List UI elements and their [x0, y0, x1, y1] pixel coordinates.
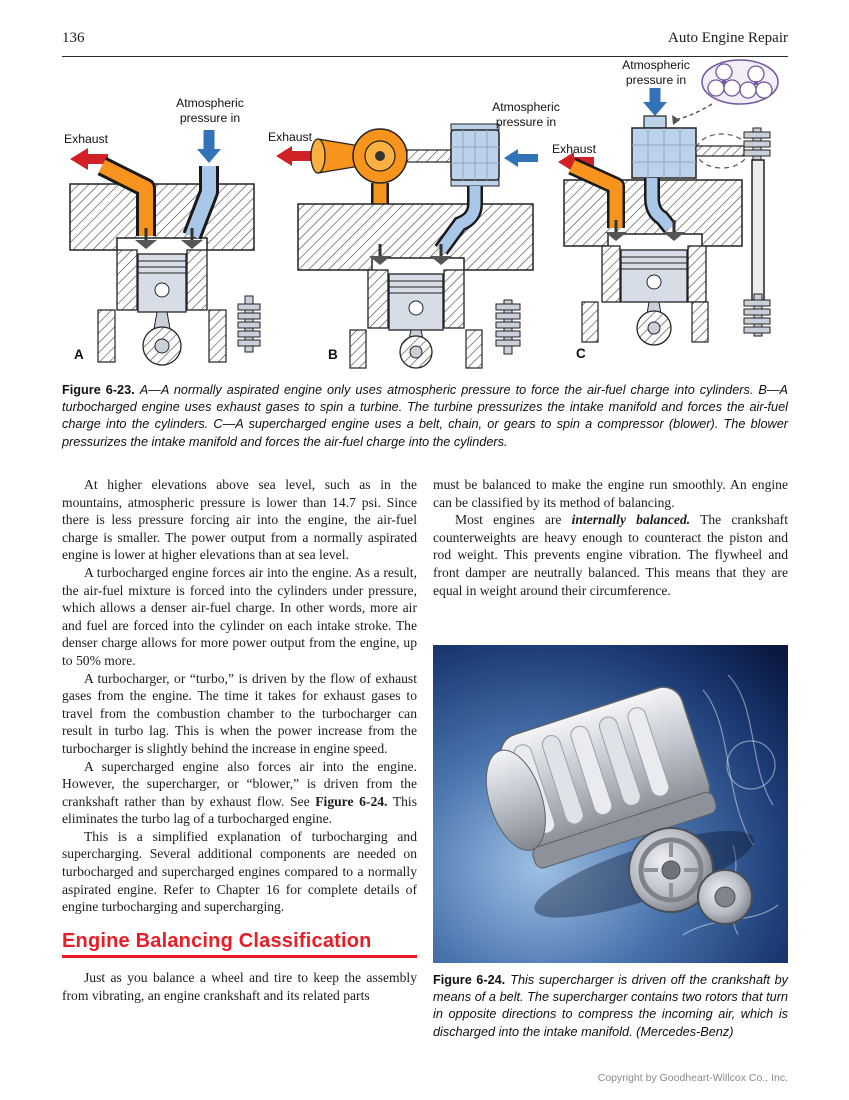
paragraph-text: The crankshaft counterweights are heavy …	[433, 512, 788, 598]
figure-6-24-photo	[433, 645, 788, 963]
figure-6-23-caption: Figure 6-23.A—A normally aspirated engin…	[62, 382, 788, 451]
figure-6-24-caption-text: This supercharger is driven off the cran…	[433, 973, 788, 1039]
diagram-letter: B	[328, 347, 338, 362]
paragraph: A turbocharger, or “turbo,” is driven by…	[62, 670, 417, 756]
paragraph: A turbocharged engine forces air into th…	[62, 564, 417, 668]
header-title: Auto Engine Repair	[668, 30, 788, 46]
diagram-b: Exhaust Atmospheric pressure in B	[268, 92, 563, 370]
figure-6-23-caption-text: A—A normally aspirated engine only uses …	[62, 383, 788, 449]
atmospheric-pressure-label: Atmospheric pressure in	[176, 96, 244, 125]
diagram-a: Atmospheric pressure in Exhaust A	[62, 92, 262, 370]
paragraph: A supercharged engine also forces air in…	[62, 758, 417, 828]
paragraph-text: This eliminates the turbo lag of a turbo…	[62, 793, 417, 827]
page-number: 136	[62, 30, 85, 46]
diagram-b-illustration	[276, 123, 538, 369]
figure-6-23-caption-label: Figure 6-23.	[62, 383, 135, 397]
diagram-a-illustration	[69, 130, 261, 366]
atmospheric-pressure-label: Atmospheric pressure in	[622, 58, 690, 87]
rotor-lobes	[707, 63, 773, 99]
exhaust-arrow-icon	[70, 148, 108, 170]
paragraph-text: A supercharged engine also forces air in…	[62, 758, 417, 809]
figure-6-24-caption: Figure 6-24.This supercharger is driven …	[433, 972, 788, 1041]
atmospheric-arrow-icon	[504, 149, 538, 167]
page-header: 136 Auto Engine Repair	[62, 30, 788, 57]
exhaust-label: Exhaust	[64, 132, 109, 146]
paragraph: This is a simplified explanation of turb…	[62, 828, 417, 915]
copyright-notice: Copyright by Goodheart-Willcox Co., Inc.	[597, 1072, 788, 1084]
section-heading: Engine Balancing Classification	[62, 929, 372, 952]
atmospheric-arrow-icon	[197, 130, 221, 163]
diagram-letter: A	[74, 347, 84, 362]
exhaust-arrow-icon	[276, 146, 312, 166]
paragraph: Most engines are internally balanced. Th…	[433, 511, 788, 599]
supercharger-photo-illustration	[433, 645, 788, 963]
diagram-c: Atmospheric pressure in Exhaust C	[552, 58, 790, 370]
key-term: internally balanced.	[571, 512, 691, 528]
paragraph-text: Most engines are	[455, 512, 572, 528]
exhaust-label: Exhaust	[552, 142, 597, 156]
right-column: must be balanced to make the engine run …	[433, 476, 788, 599]
exhaust-label: Exhaust	[268, 130, 313, 144]
paragraph: Just as you balance a wheel and tire to …	[62, 970, 417, 1004]
diagram-c-illustration	[558, 59, 779, 346]
paragraph: At higher elevations above sea level, su…	[62, 477, 417, 563]
section-heading-rule	[62, 955, 417, 959]
left-column: At higher elevations above sea level, su…	[62, 476, 417, 1005]
atmospheric-pressure-label: Atmospheric pressure in	[492, 100, 560, 129]
figure-reference: Figure 6-24.	[315, 793, 388, 809]
diagram-letter: C	[576, 346, 586, 361]
figure-6-24-caption-label: Figure 6-24.	[433, 973, 506, 987]
paragraph: must be balanced to make the engine run …	[433, 477, 788, 510]
atmospheric-arrow-icon	[643, 88, 667, 116]
drive-pulleys	[628, 827, 753, 925]
